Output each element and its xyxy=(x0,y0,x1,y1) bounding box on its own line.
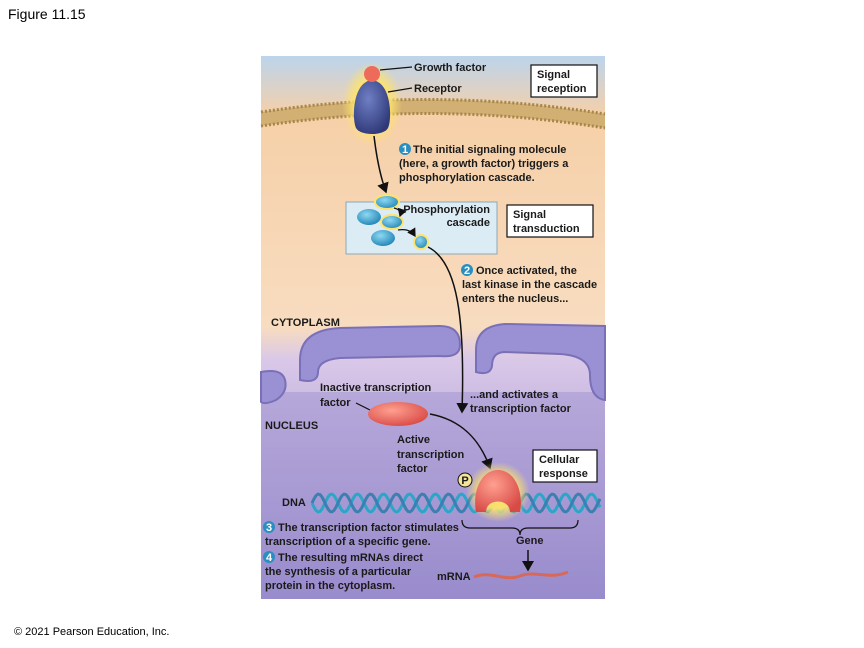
svg-text:The initial signaling molecule: The initial signaling molecule xyxy=(413,144,566,156)
svg-text:1: 1 xyxy=(402,144,408,156)
phosphate-icon xyxy=(457,472,473,488)
svg-text:enters the nucleus...: enters the nucleus... xyxy=(462,293,568,305)
svg-text:Inactive transcription: Inactive transcription xyxy=(320,382,432,394)
svg-text:factor: factor xyxy=(320,397,351,409)
active-transcription-factor-label: Active transcription factor xyxy=(397,434,465,475)
mrna-strand xyxy=(473,570,569,580)
inactive-tf-icon xyxy=(368,402,428,426)
svg-text:transduction: transduction xyxy=(513,223,580,235)
svg-text:phosphorylation cascade.: phosphorylation cascade. xyxy=(399,172,535,184)
svg-text:Phosphorylation: Phosphorylation xyxy=(403,204,490,216)
svg-text:the synthesis of a particular: the synthesis of a particular xyxy=(265,566,412,578)
and-activates-label-1: ...and activates a xyxy=(470,389,559,401)
svg-text:Signal: Signal xyxy=(513,209,546,221)
svg-text:protein in the cytoplasm.: protein in the cytoplasm. xyxy=(265,580,395,592)
svg-text:transcription of a specific ge: transcription of a specific gene. xyxy=(265,536,431,548)
inactive-transcription-factor: Inactive transcription factor xyxy=(320,382,432,426)
arrow-to-cascade xyxy=(373,135,389,194)
phosphate-label: P xyxy=(461,475,468,487)
dna-helix xyxy=(310,492,602,514)
arrow-into-nucleus xyxy=(427,246,469,414)
svg-text:factor: factor xyxy=(397,463,428,475)
svg-text:The resulting mRNAs direct: The resulting mRNAs direct xyxy=(278,552,423,564)
svg-text:last kinase in the cascade: last kinase in the cascade xyxy=(462,279,597,291)
receptor-leader xyxy=(387,87,413,93)
svg-text:(here, a growth factor) trigge: (here, a growth factor) triggers a xyxy=(399,158,569,170)
arrow-to-active-tf xyxy=(429,413,493,470)
signal-reception-box: Signal reception xyxy=(530,64,598,98)
cytoplasm-label: CYTOPLASM xyxy=(271,317,340,329)
growth-factor-icon xyxy=(364,66,380,82)
svg-text:response: response xyxy=(539,468,588,480)
kinase-1-icon xyxy=(374,194,400,210)
svg-text:2: 2 xyxy=(464,265,470,277)
gene-label: Gene xyxy=(516,535,544,547)
svg-text:The transcription factor stimu: The transcription factor stimulates xyxy=(278,522,459,534)
kinase-4-icon xyxy=(371,230,395,246)
cellular-response-box: Cellular response xyxy=(532,449,598,483)
active-tf-icon xyxy=(475,470,521,512)
growth-factor-leader xyxy=(379,66,413,71)
copyright-notice: © 2021 Pearson Education, Inc. xyxy=(14,626,170,638)
svg-text:cascade: cascade xyxy=(447,217,490,229)
kinase-5-icon xyxy=(413,234,429,250)
nuclear-envelope xyxy=(260,322,606,405)
svg-text:Signal: Signal xyxy=(537,69,570,81)
and-activates-label-2: transcription factor xyxy=(470,403,572,415)
gene-brace xyxy=(461,519,579,536)
dna-label: DNA xyxy=(282,497,306,509)
svg-text:Cellular: Cellular xyxy=(539,454,580,466)
svg-text:Active: Active xyxy=(397,434,430,446)
step-3-annotation: 3 The transcription factor stimulates tr… xyxy=(263,521,459,548)
kinase-3-icon xyxy=(380,214,404,230)
receptor-label: Receptor xyxy=(414,83,462,95)
nucleus-label: NUCLEUS xyxy=(265,420,318,432)
receptor-icon xyxy=(353,80,391,134)
signal-transduction-box: Signal transduction xyxy=(506,204,594,238)
svg-text:reception: reception xyxy=(537,83,587,95)
svg-text:transcription: transcription xyxy=(397,449,465,461)
figure-title: Figure 11.15 xyxy=(8,6,86,22)
step-4-annotation: 4 The resulting mRNAs direct the synthes… xyxy=(263,551,423,592)
svg-text:4: 4 xyxy=(266,552,273,564)
growth-factor-label: Growth factor xyxy=(414,62,487,74)
step-1-annotation: 1 The initial signaling molecule (here, … xyxy=(399,143,569,184)
mrna-label: mRNA xyxy=(437,571,471,583)
svg-text:3: 3 xyxy=(266,522,272,534)
svg-text:Once activated, the: Once activated, the xyxy=(476,265,577,277)
phosphorylation-cascade: Phosphorylation cascade xyxy=(345,194,498,255)
step-2-annotation: 2 Once activated, the last kinase in the… xyxy=(461,264,597,305)
kinase-2-icon xyxy=(357,209,381,225)
